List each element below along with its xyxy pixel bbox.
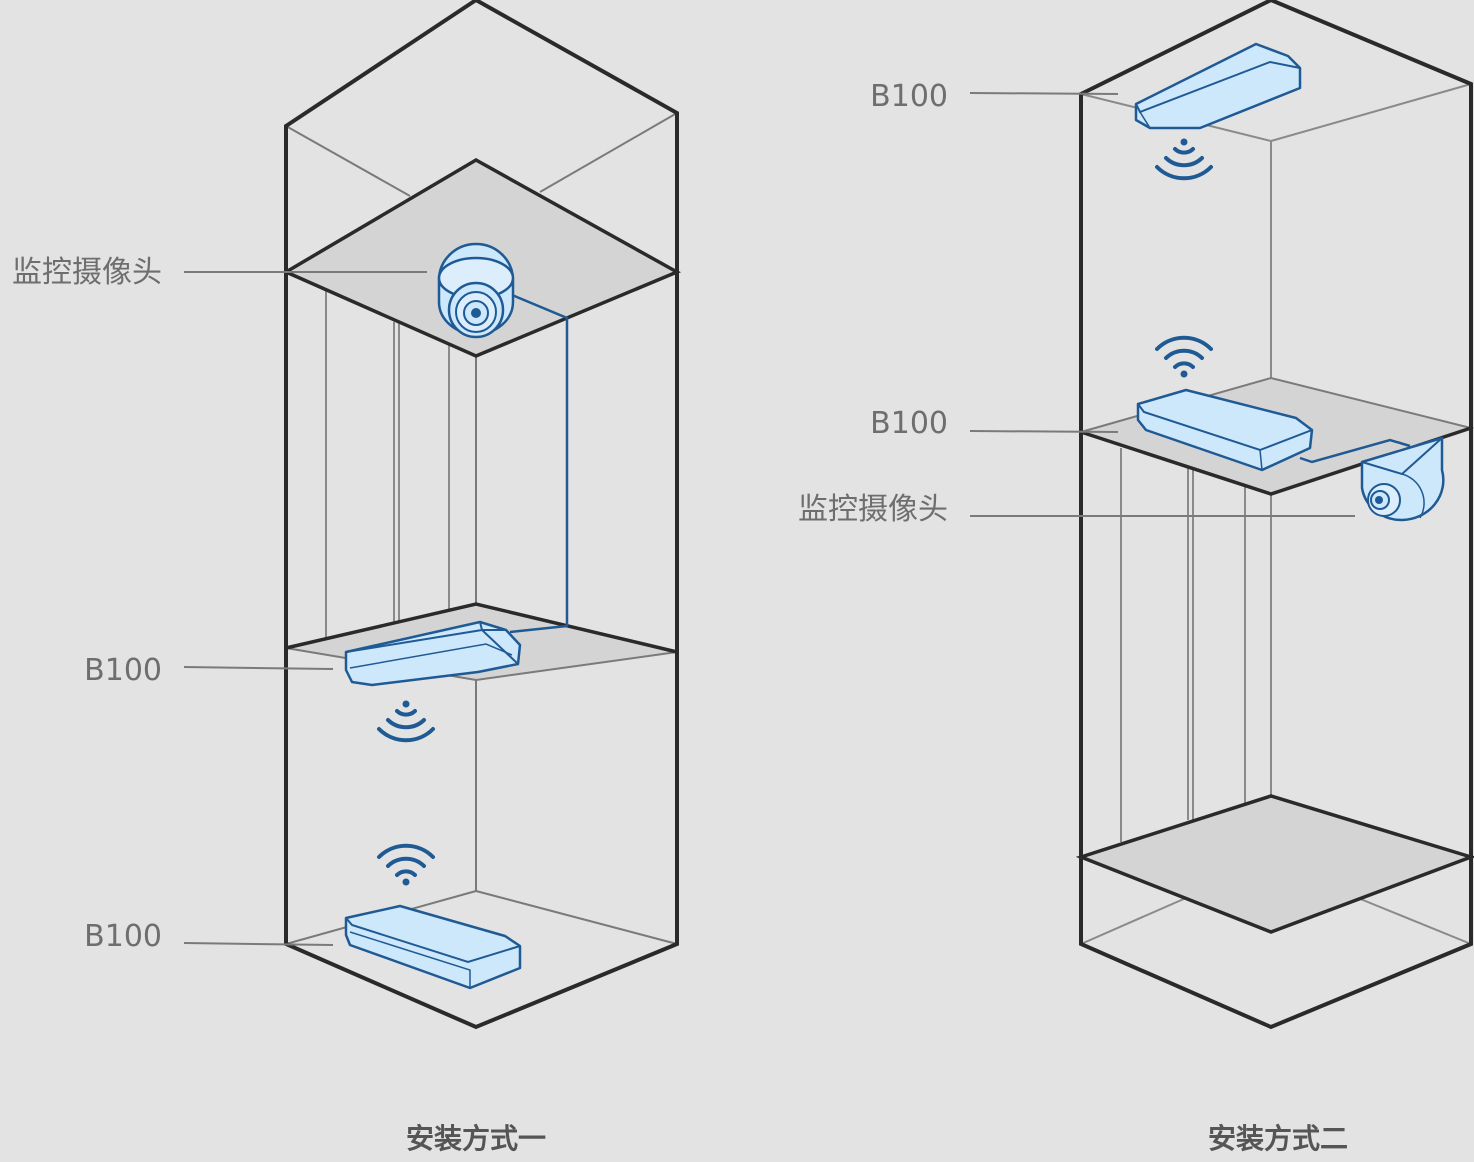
camera-label-one: 监控摄像头 (12, 255, 162, 290)
caption-method-two: 安装方式二 (1207, 1122, 1348, 1155)
wifi-signal-icon (377, 843, 435, 888)
camera-label-two: 监控摄像头 (798, 492, 948, 527)
b100-device-icon (1136, 388, 1314, 472)
top-device-label-two: B100 (870, 79, 948, 114)
car-device-label-one: B100 (84, 653, 162, 688)
b100-device-icon (344, 620, 522, 687)
leader-lines-two (969, 92, 1355, 517)
wifi-signal-icon (377, 698, 435, 743)
car-device-label-two: B100 (870, 406, 948, 441)
dome-camera-icon (1360, 436, 1445, 522)
leader-lines-one (183, 271, 427, 946)
dome-camera-icon (437, 242, 515, 339)
b100-device-icon (1134, 42, 1302, 130)
shaft-outline-one (284, 0, 679, 1030)
wifi-signal-icon (1155, 136, 1213, 181)
shaft-one (282, 0, 681, 1030)
wifi-signal-icon (1155, 335, 1213, 380)
b100-device-icon (344, 904, 522, 990)
pit-device-label-one: B100 (84, 919, 162, 954)
caption-method-one: 安装方式一 (405, 1122, 546, 1155)
car-floor-two (1075, 794, 1474, 934)
shaft-outline-two (1079, 0, 1473, 1030)
